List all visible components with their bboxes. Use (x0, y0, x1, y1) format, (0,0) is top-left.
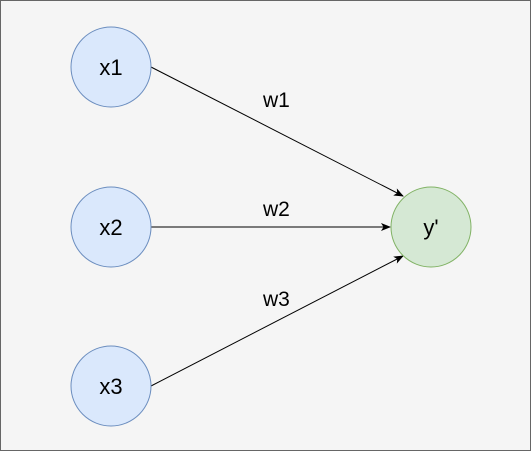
edge-x1-y: w1 (150, 66, 404, 197)
edge-label-w3: w3 (262, 288, 290, 311)
input-node-x1: x1 (70, 26, 152, 108)
node-label-y: y' (423, 215, 438, 240)
output-node-y: y' (390, 186, 472, 268)
node-label-x3: x3 (99, 374, 122, 399)
node-label-x2: x2 (99, 215, 122, 240)
edge-label-w1: w1 (262, 89, 290, 112)
edge-x2-y: w2 (151, 198, 391, 231)
node-label-x1: x1 (99, 55, 122, 80)
edge-x3-y: w3 (150, 255, 404, 387)
input-node-x2: x2 (70, 186, 152, 268)
edge-label-w2: w2 (262, 198, 290, 221)
input-node-x3: x3 (70, 345, 152, 427)
